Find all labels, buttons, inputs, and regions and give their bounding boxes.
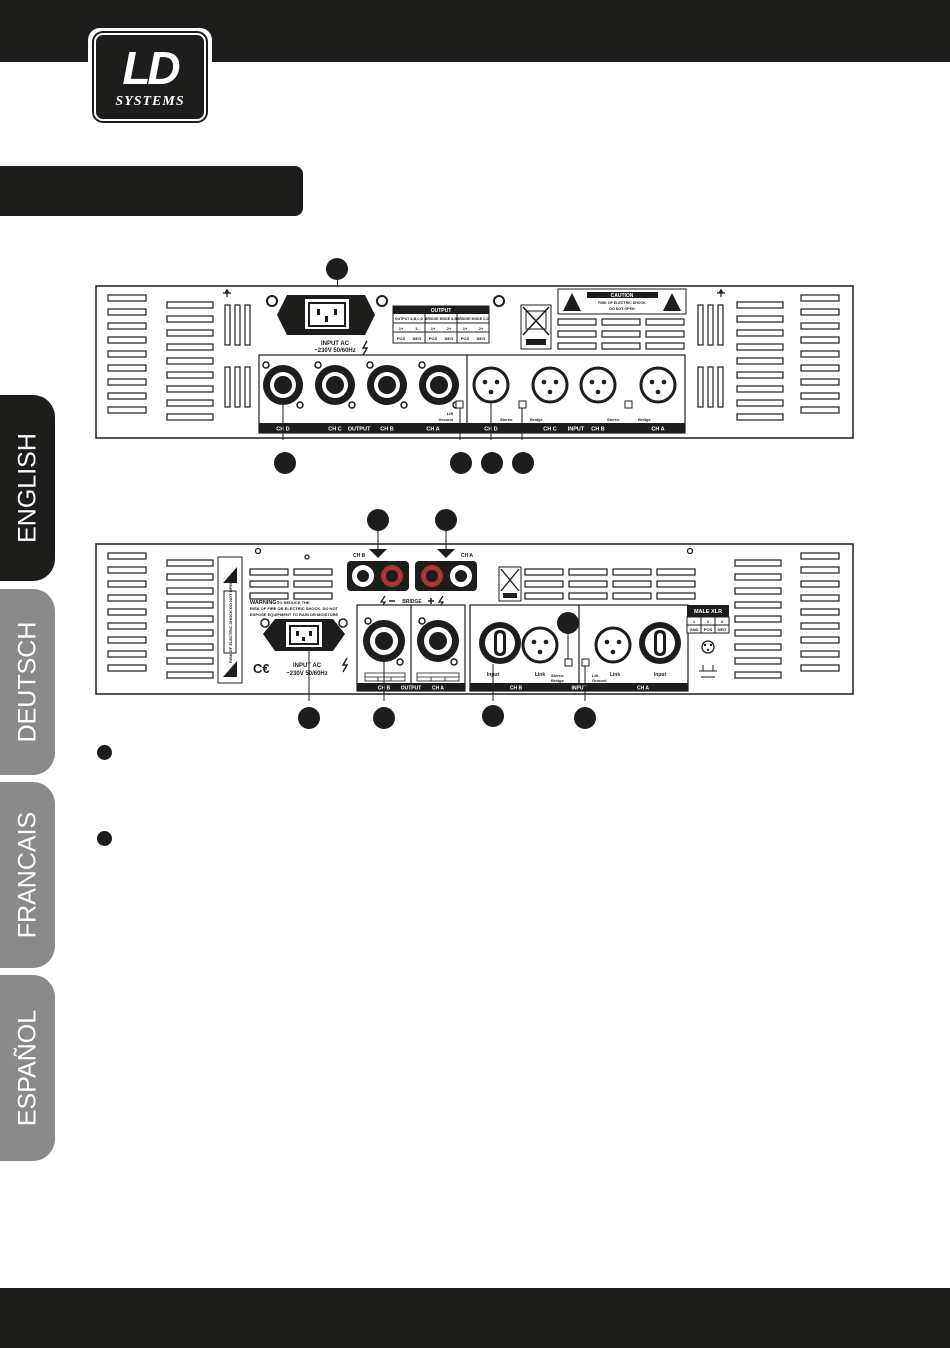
callout-marker — [557, 612, 579, 634]
output-table-pin: 1+ — [431, 326, 436, 331]
warning-line-1: TO REDUCE THE — [277, 600, 310, 605]
side-warning-text: RISK OF ELECTRIC SHOCK DO NOT OPEN — [228, 581, 233, 663]
callout-marker — [274, 452, 296, 474]
warning-line-2: RISK OF FIRE OR ELECTRIC SHOCK, DO NOT — [250, 606, 339, 611]
input-module-label: INPUT — [572, 686, 587, 692]
output-table-pin: 2+ — [479, 326, 484, 331]
callout-marker — [512, 452, 534, 474]
rear-panel-4ch-diagram: C€ INPUT AC ~230V 50/60Hz OUTPUT OUTPUT … — [95, 285, 854, 440]
label-ch-a-input: CH A — [651, 427, 664, 433]
bridge-switch-label: Bridge — [551, 678, 564, 683]
tab-english[interactable]: ENGLISH — [0, 395, 55, 581]
bridge-label: BRIDGE — [402, 599, 422, 605]
callout-marker — [435, 509, 457, 531]
output-table-polarity: POS — [397, 336, 406, 341]
output-table-header: BRIDGE MODE C,D — [457, 317, 490, 321]
input-ch-a-label: CH A — [637, 686, 649, 692]
svg-text:C€: C€ — [253, 661, 270, 676]
panel-top-voltage: ~230V 50/60Hz — [314, 348, 356, 354]
input-ch-b-label: CH B — [510, 686, 523, 692]
warning-line-3: EXPOSE EQUIPMENT TO RAIN OR MOISTURE — [250, 612, 338, 617]
xlr-pin: 3 — [721, 619, 724, 624]
label-ch-b-output: CH B — [380, 427, 393, 433]
tab-espanol[interactable]: ESPAÑOL — [0, 975, 55, 1161]
label-ch-c-output: CH C — [328, 427, 341, 433]
output-table-header: OUTPUT A,B,C,D — [395, 317, 424, 321]
output-ch-a-label: CH A — [432, 686, 444, 692]
ground-label: Ground — [439, 417, 454, 422]
callout-marker — [481, 452, 503, 474]
section-title-bar — [0, 166, 303, 216]
footer-bar — [0, 1288, 950, 1348]
caution-line-1: RISK OF ELECTRIC SHOCK — [598, 301, 646, 305]
male-xlr-title: MALE XLR — [694, 609, 722, 615]
tab-francais[interactable]: FRANCAIS — [0, 782, 55, 968]
output-table-polarity: NEG — [477, 336, 486, 341]
xlr-pin-name: GND — [690, 627, 699, 632]
logo-mark: LD — [122, 42, 180, 94]
input-jack-label: Input — [654, 672, 667, 678]
posts-ch-a-label: CH A — [461, 553, 473, 559]
caution-line-2: DO NOT OPEN — [609, 307, 635, 311]
caution-title: CAUTION — [611, 293, 634, 299]
output-table-pin: 1+ — [399, 326, 404, 331]
panel-bottom-voltage: ~230V 50/60Hz — [286, 671, 328, 677]
ground-label: Ground — [592, 678, 607, 683]
xlr-pin-name: NEG — [718, 627, 727, 632]
output-table-polarity: POS — [461, 336, 470, 341]
link-jack-label: Link — [610, 672, 620, 678]
callout-marker — [482, 705, 504, 727]
bridge-label: Bridge — [530, 417, 543, 422]
output-table-polarity: NEG — [445, 336, 454, 341]
label-ch-a-output: CH A — [426, 427, 439, 433]
xlr-pin-name: POS — [704, 627, 713, 632]
callout-marker — [367, 509, 389, 531]
stereo-label: Stereo — [551, 673, 564, 678]
stereo-label: Stereo — [500, 417, 513, 422]
tab-francais-label: FRANCAIS — [13, 811, 41, 939]
list-bullet — [97, 745, 112, 760]
output-table-header: BRIDGE MODE A,B — [425, 317, 457, 321]
output-table-polarity: POS — [429, 336, 438, 341]
callout-marker — [326, 258, 348, 280]
list-bullet — [97, 831, 112, 846]
output-table-pin: 1+ — [463, 326, 468, 331]
rear-panel-2ch-diagram: RISK OF ELECTRIC SHOCK DO NOT OPEN WARNI… — [95, 531, 854, 701]
panel-top-input-ac: INPUT AC — [321, 341, 350, 347]
ground-lift-label: Lift — [447, 411, 454, 416]
panel-bottom-input-ac: INPUT AC — [293, 663, 322, 669]
label-ch-c-input: CH C — [543, 427, 556, 433]
label-output: OUTPUT — [348, 427, 371, 433]
posts-ch-b-label: CH B — [353, 553, 366, 559]
output-table-pin: 2+ — [447, 326, 452, 331]
tab-espanol-label: ESPAÑOL — [13, 1009, 41, 1127]
output-table-pin: 1- — [415, 326, 419, 331]
xlr-pin: 2 — [707, 619, 710, 624]
output-table-polarity: NEG — [413, 336, 422, 341]
tab-english-label: ENGLISH — [13, 433, 41, 543]
lift-label: Lift — [592, 673, 599, 678]
warning-title: WARNING: — [250, 600, 279, 606]
output-label: OUTPUT — [401, 686, 422, 692]
xlr-pin: 1 — [693, 619, 696, 624]
logo-wordmark: SYSTEMS — [115, 94, 185, 109]
output-table-title: OUTPUT — [431, 308, 452, 314]
label-ch-b-input: CH B — [591, 427, 604, 433]
callout-marker — [450, 452, 472, 474]
callout-marker — [574, 707, 596, 729]
tab-deutsch[interactable]: DEUTSCH — [0, 589, 55, 775]
ld-systems-logo: LD SYSTEMS — [88, 28, 212, 126]
bridge-label: Bridge — [638, 417, 651, 422]
tab-deutsch-label: DEUTSCH — [13, 621, 41, 743]
callout-marker — [373, 707, 395, 729]
stereo-label: Stereo — [607, 417, 620, 422]
link-jack-label: Link — [535, 672, 545, 678]
svg-text:C€: C€ — [287, 316, 304, 331]
label-input: INPUT — [568, 427, 585, 433]
callout-marker — [298, 707, 320, 729]
